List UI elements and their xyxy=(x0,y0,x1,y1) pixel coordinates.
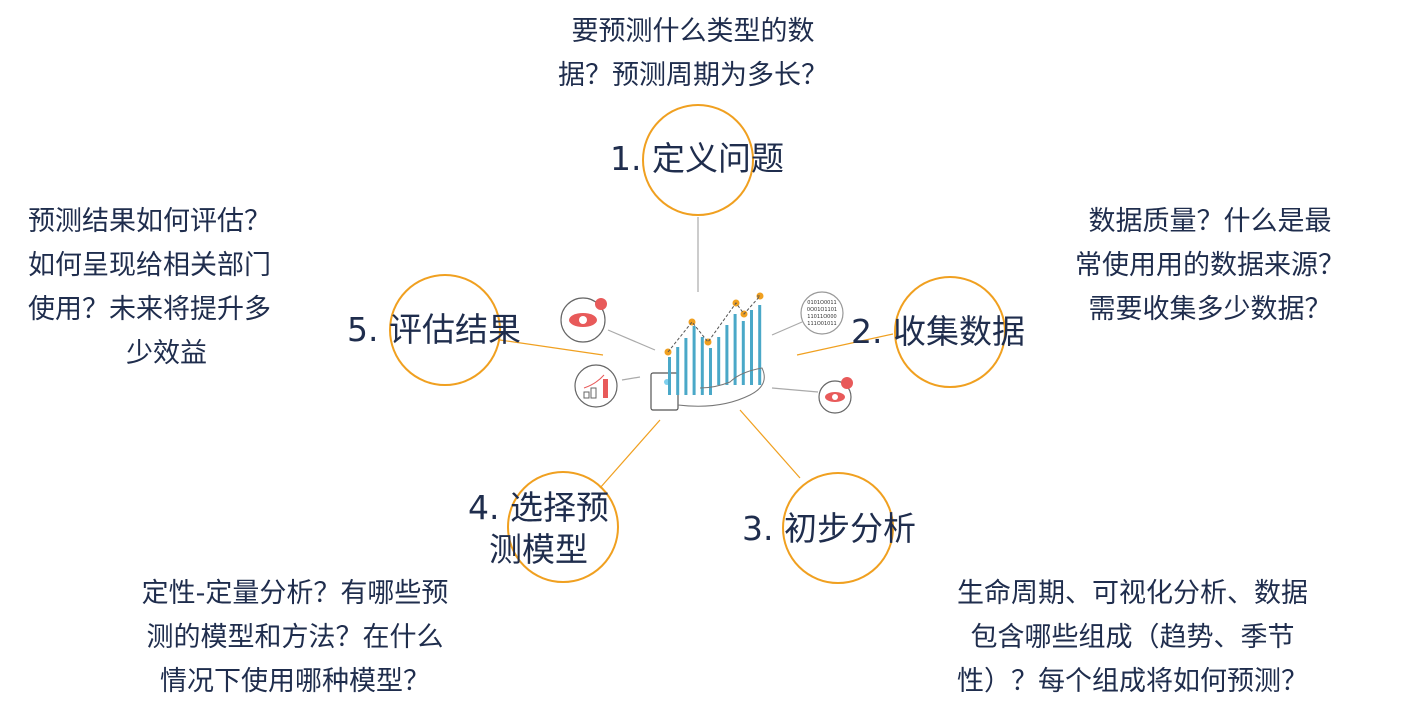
chart-bar xyxy=(750,310,753,385)
connector-line xyxy=(796,333,894,356)
chart-bar xyxy=(692,326,696,395)
step-2-question: 数据质量？什么是最 常使用用的数据来源？ 需要收集多少数据？ xyxy=(1040,200,1380,332)
chart-bar xyxy=(684,338,688,395)
step-3-title: 3. 初步分析 xyxy=(742,509,916,548)
connector-line xyxy=(499,339,604,356)
step-4-ring xyxy=(507,471,619,583)
step-5-ring xyxy=(389,274,501,386)
step-4-question: 定性-定量分析？有哪些预 测的模型和方法？在什么 情况下使用哪种模型？ xyxy=(95,572,495,704)
chart-bar xyxy=(717,337,721,385)
chart-bar xyxy=(676,347,680,395)
step-4-title: 4. 选择预 测模型 xyxy=(468,487,609,571)
chart-bar xyxy=(668,357,671,395)
question-line: 生命周期、可视化分析、数据 xyxy=(957,578,1308,609)
question-line: 包含哪些组成（趋势、季节 xyxy=(970,622,1295,653)
chart-bar xyxy=(758,305,762,385)
step-1-title: 1. 定义问题 xyxy=(610,139,784,178)
question-line: 预测结果如何评估？ xyxy=(28,206,271,237)
eye-alert-icon xyxy=(560,297,656,351)
svg-text:11011O000: 11011O000 xyxy=(807,314,836,320)
eye-alert-icon xyxy=(771,377,853,414)
question-line: 情况下使用哪种模型？ xyxy=(160,666,430,697)
step-5-question: 预测结果如何评估？ 如何呈现给相关部门 使用？未来将提升多 少效益 xyxy=(28,200,271,376)
trend-line xyxy=(667,295,762,353)
question-line: 常使用用的数据来源？ xyxy=(1075,250,1345,281)
step-5-title: 5. 评估结果 xyxy=(347,310,521,349)
chart-bar xyxy=(700,337,704,395)
growth-chart-icon xyxy=(574,364,641,408)
svg-text:0O01O1101: 0O01O1101 xyxy=(807,307,837,313)
binary-data-icon: 0101O0011 0O01O1101 11011O000 111O01011 xyxy=(771,291,844,336)
chart-bar xyxy=(725,325,729,385)
step-3-question: 生命周期、可视化分析、数据 包含哪些组成（趋势、季节 性）？每个组成将如何预测？ xyxy=(900,572,1365,704)
step-1-question: 要预测什么类型的数 据？预测周期为多长？ xyxy=(523,10,863,98)
step-2-ring xyxy=(894,276,1006,388)
question-line: 如何呈现给相关部门 xyxy=(28,250,271,281)
step-4-title-line: 测模型 xyxy=(488,530,588,569)
question-line: 测的模型和方法？在什么 xyxy=(146,622,444,653)
svg-text:0101O0011: 0101O0011 xyxy=(807,300,836,306)
question-line: 据？预测周期为多长？ xyxy=(558,60,828,91)
step-1-ring xyxy=(642,104,754,216)
connector-line xyxy=(599,419,661,489)
question-line: 需要收集多少数据？ xyxy=(1088,294,1332,325)
svg-text:111O01011: 111O01011 xyxy=(807,321,836,327)
chart-bar xyxy=(709,348,712,395)
step-2-title: 2. 收集数据 xyxy=(851,312,1025,351)
chart-bar xyxy=(733,314,737,385)
connector-line xyxy=(739,409,801,479)
step-3-ring xyxy=(782,472,894,584)
step-4-title-line: 4. 选择预 xyxy=(468,488,609,527)
question-line: 定性-定量分析？有哪些预 xyxy=(141,578,449,609)
question-line: 数据质量？什么是最 xyxy=(1088,206,1332,237)
question-line: 少效益 xyxy=(126,338,207,369)
question-line: 使用？未来将提升多 xyxy=(28,294,271,325)
chart-bar xyxy=(741,321,745,385)
question-line: 要预测什么类型的数 xyxy=(571,16,815,47)
hand-holding-chart-icon xyxy=(664,292,764,395)
question-line: 性）？每个组成将如何预测？ xyxy=(957,666,1308,697)
hand-icon xyxy=(677,367,765,407)
device-icon xyxy=(650,372,679,411)
